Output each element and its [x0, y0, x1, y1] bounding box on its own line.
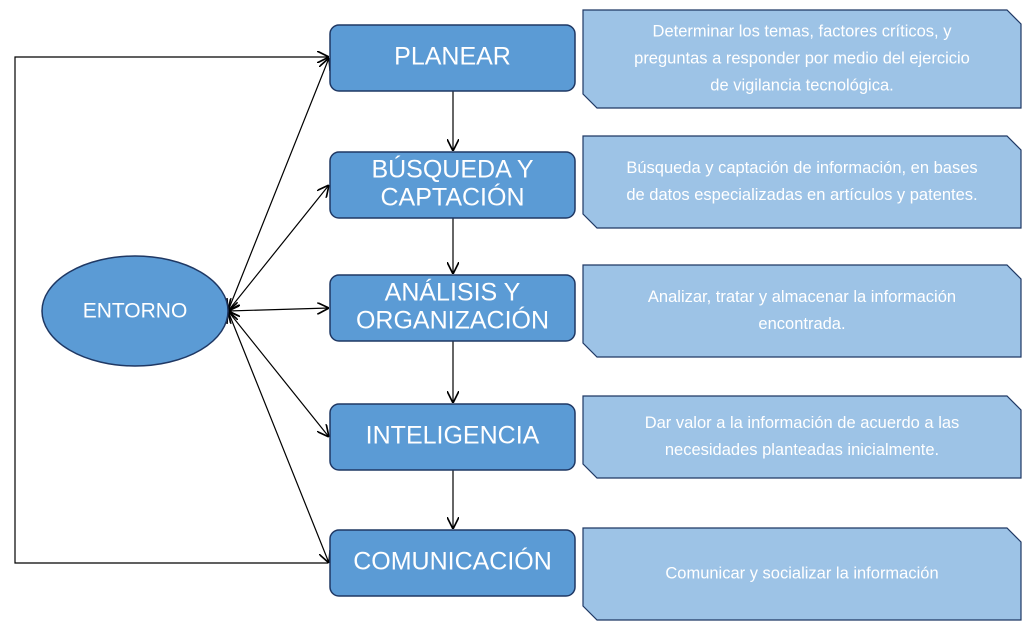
connectors: [14, 57, 453, 564]
stage-box: PLANEAR: [329, 24, 576, 92]
description-box: Búsqueda y captación de información, en …: [582, 135, 1022, 229]
stage-label-line: INTELIGENCIA: [366, 422, 540, 450]
description-box-shape: [582, 264, 1022, 358]
stage-label-line: ORGANIZACIÓN: [356, 306, 549, 335]
stage-label-line: CAPTACIÓN: [381, 183, 525, 212]
description-text: Búsqueda y captación de información, en …: [626, 159, 977, 204]
description-box-shape: [582, 395, 1022, 479]
description-text-line: de vigilancia tecnológica.: [710, 76, 893, 94]
description-text-line: Comunicar y socializar la información: [665, 564, 938, 582]
description-text-line: preguntas a responder por medio del ejer…: [634, 49, 970, 67]
description-box: Comunicar y socializar la información: [582, 527, 1022, 621]
description-text: Analizar, tratar y almacenar la informac…: [648, 288, 956, 333]
description-box: Analizar, tratar y almacenar la informac…: [582, 264, 1022, 358]
description-box-shape: [582, 135, 1022, 229]
entorno-stage-connector: [228, 308, 329, 311]
description-text: Determinar los temas, factores críticos,…: [634, 22, 970, 94]
description-text-line: Analizar, tratar y almacenar la informac…: [648, 288, 956, 306]
description-box: Dar valor a la información de acuerdo a …: [582, 395, 1022, 479]
entorno-stage-connector: [228, 311, 329, 437]
stage-label: PLANEAR: [394, 43, 511, 71]
stage-box-shape: [329, 151, 576, 219]
description-text-line: Dar valor a la información de acuerdo a …: [645, 414, 960, 432]
description-box-shape: [582, 9, 1022, 109]
stage-box: INTELIGENCIA: [329, 403, 576, 471]
description-box: Determinar los temas, factores críticos,…: [582, 9, 1022, 109]
entorno-stage-connector: [228, 58, 329, 311]
description-text-line: Búsqueda y captación de información, en …: [626, 159, 977, 177]
stage-label: INTELIGENCIA: [366, 422, 540, 450]
description-text-line: de datos especializadas en artículos y p…: [626, 186, 977, 204]
description-text-line: Determinar los temas, factores críticos,…: [653, 22, 953, 40]
feedback-loop-arrow: [14, 57, 329, 564]
stage-box-shape: [329, 24, 576, 92]
stage-label-line: PLANEAR: [394, 43, 511, 71]
entorno-label: ENTORNO: [83, 300, 188, 323]
stage-box: COMUNICACIÓN: [329, 529, 576, 597]
stage-box-shape: [329, 274, 576, 342]
stage-label-line: BÚSQUEDA Y: [371, 155, 533, 184]
stage-label-line: COMUNICACIÓN: [353, 547, 552, 576]
description-text-line: encontrada.: [758, 315, 845, 333]
entorno-stage-connector: [228, 185, 329, 311]
stage-box-shape: [329, 529, 576, 597]
entorno-stage-connector: [228, 311, 329, 563]
description-text-line: necesidades planteadas inicialmente.: [665, 441, 939, 459]
description-text: Comunicar y socializar la información: [665, 564, 938, 582]
stage-label-line: ANÁLISIS Y: [385, 278, 521, 307]
description-text: Dar valor a la información de acuerdo a …: [645, 414, 960, 459]
stage-label: COMUNICACIÓN: [353, 547, 552, 576]
entorno-ellipse: [41, 255, 229, 367]
stage-box-shape: [329, 403, 576, 471]
description-box-shape: [582, 527, 1022, 621]
